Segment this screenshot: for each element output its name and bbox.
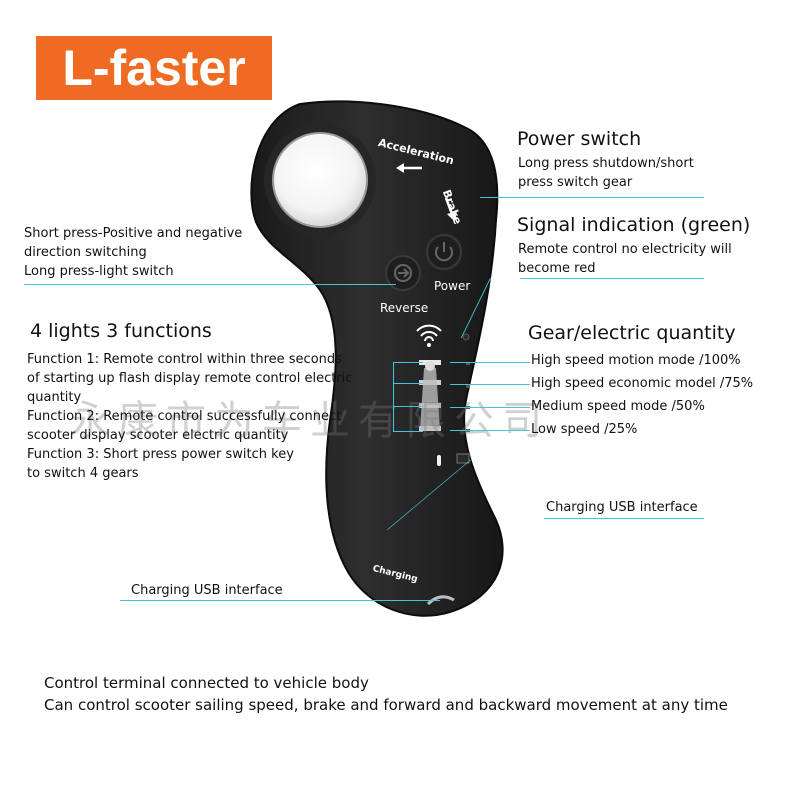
signal-title: Signal indication (green) xyxy=(517,214,751,236)
lights-line-6: Function 3: Short press power switch key xyxy=(27,447,294,462)
reverse-line-3: Long press-light switch xyxy=(24,264,174,279)
usb-bottom-leader xyxy=(120,600,440,601)
power-switch-description: Long press shutdown/short press switch g… xyxy=(518,154,694,192)
reverse-leader xyxy=(24,284,396,285)
lights-description: Function 1: Remote control within three … xyxy=(27,350,352,483)
signal-description: Remote control no electricity will becom… xyxy=(518,240,732,278)
lights-bracket-3 xyxy=(393,406,423,407)
lights-bracket-4 xyxy=(393,431,423,432)
footer-line-1: Control terminal connected to vehicle bo… xyxy=(44,674,369,692)
wifi-icon xyxy=(416,324,442,342)
power-icon xyxy=(435,242,453,262)
reverse-line-2: direction switching xyxy=(24,245,147,260)
signal-leader-h xyxy=(520,278,704,279)
reverse-button-label: Reverse xyxy=(380,301,429,315)
usb-bottom-label: Charging USB interface xyxy=(131,583,283,598)
lights-line-5: scooter display scooter electric quantit… xyxy=(27,428,289,443)
gear-title: Gear/electric quantity xyxy=(528,322,736,344)
signal-line-1: Remote control no electricity will xyxy=(518,242,732,257)
watermark: 永康市为车业有限公司 xyxy=(70,398,550,444)
lights-line-3: quantity xyxy=(27,390,82,405)
lights-bracket-v xyxy=(393,362,394,432)
usb-side-leader-h xyxy=(544,518,704,519)
gear-mode-4: Low speed /25% xyxy=(531,422,638,437)
lights-bracket-2 xyxy=(393,383,423,384)
brand-logo-badge: L-faster xyxy=(36,36,272,100)
gear-leader-3 xyxy=(450,407,530,408)
reverse-icon xyxy=(394,264,412,282)
reverse-description: Short press-Positive and negative direct… xyxy=(24,224,242,281)
gear-mode-3: Medium speed mode /50% xyxy=(531,399,705,414)
lights-line-2: of starting up flash display remote cont… xyxy=(27,371,353,386)
footer-line-2: Can control scooter sailing speed, brake… xyxy=(44,696,728,714)
usb-side-label: Charging USB interface xyxy=(546,500,698,515)
power-button-label: Power xyxy=(434,279,471,293)
lights-bracket-1 xyxy=(393,362,423,363)
gear-leader-4 xyxy=(450,430,530,431)
power-switch-leader xyxy=(480,197,704,198)
lights-line-4: Function 2: Remote control successfully … xyxy=(27,409,342,424)
gear-mode-2: High speed economic model /75% xyxy=(531,376,754,391)
power-switch-title: Power switch xyxy=(517,128,642,150)
power-switch-line-2: press switch gear xyxy=(518,175,633,190)
gear-leader-1 xyxy=(450,362,530,363)
gear-leader-2 xyxy=(450,384,530,385)
gear-mode-1: High speed motion mode /100% xyxy=(531,353,741,368)
lights-line-1: Function 1: Remote control within three … xyxy=(27,352,342,367)
lights-title: 4 lights 3 functions xyxy=(30,320,212,342)
lights-line-7: to switch 4 gears xyxy=(27,466,139,481)
reverse-line-1: Short press-Positive and negative xyxy=(24,226,243,241)
power-switch-line-1: Long press shutdown/short xyxy=(518,156,694,171)
signal-line-2: become red xyxy=(518,261,596,276)
